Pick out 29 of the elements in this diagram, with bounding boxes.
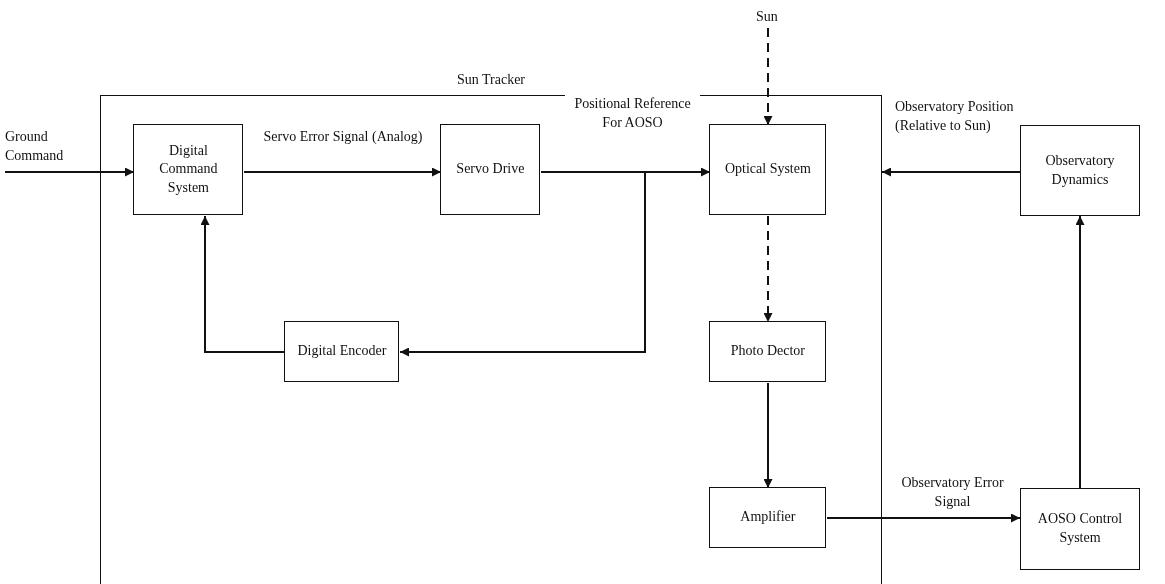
- process-box: [1020, 125, 1140, 216]
- process-box: [440, 124, 541, 216]
- arrow: [763, 27, 773, 126]
- arrow: [4, 167, 135, 177]
- process-box: [1020, 488, 1140, 570]
- box-label: Photo Dector: [729, 342, 806, 361]
- process-box: [709, 321, 827, 383]
- process-box: [284, 321, 400, 383]
- box-label: Observatory Dynamics: [1044, 151, 1116, 189]
- arrow: [763, 215, 773, 323]
- box-label: Amplifier: [739, 508, 797, 527]
- arrow: [1075, 215, 1085, 489]
- input-label: Sun: [756, 8, 782, 28]
- arrow: [826, 513, 1021, 523]
- arrow: [399, 171, 646, 357]
- arrow: [763, 382, 773, 489]
- arrow: [881, 167, 1021, 177]
- process-box: [133, 124, 244, 216]
- box-label: Digital Command System: [158, 141, 219, 198]
- box-label: Optical System: [723, 160, 812, 179]
- process-box: [709, 487, 827, 549]
- box-label: Servo Drive: [455, 160, 526, 179]
- box-label: Digital Encoder: [296, 342, 388, 361]
- frame-title: Sun Tracker: [455, 72, 527, 88]
- arrow: [243, 167, 442, 177]
- box-label: AOSO Control System: [1036, 510, 1124, 547]
- input-label: Ground Command: [5, 128, 75, 172]
- arrow: [200, 215, 286, 353]
- process-box: [709, 124, 827, 216]
